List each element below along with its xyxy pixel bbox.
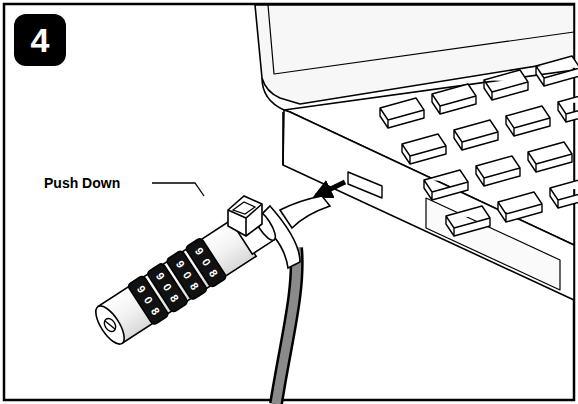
callout-label: Push Down <box>44 176 120 190</box>
key <box>476 156 520 186</box>
cable-core <box>276 248 297 404</box>
key <box>484 70 528 100</box>
key <box>506 106 550 136</box>
lock-slot <box>348 172 382 198</box>
push-button <box>228 196 262 236</box>
key <box>446 206 490 236</box>
key <box>558 92 578 122</box>
insert-arrow <box>316 182 345 196</box>
key <box>454 120 498 150</box>
key <box>380 98 424 128</box>
key <box>424 170 468 200</box>
key <box>550 178 578 208</box>
keyboard-keys <box>380 56 578 236</box>
step-badge: 4 <box>14 14 66 66</box>
key <box>528 142 572 172</box>
lock-arm <box>280 196 330 228</box>
key <box>432 84 476 114</box>
leader-line <box>152 183 204 196</box>
key <box>498 192 542 222</box>
cable <box>276 248 297 404</box>
key <box>402 134 446 164</box>
step-number: 4 <box>31 21 50 60</box>
key <box>536 56 578 86</box>
